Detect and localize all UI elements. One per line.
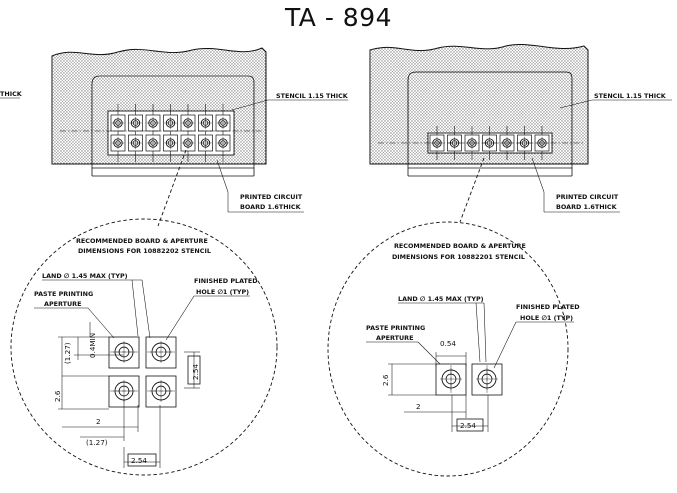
right-land-pads — [440, 365, 498, 393]
left-connector-pad — [111, 116, 125, 130]
right-dim-2: 2 — [416, 402, 421, 411]
left-land-label: LAND ∅ 1.45 MAX (TYP) — [42, 272, 128, 280]
right-detail-circle — [327, 221, 569, 477]
left-connector-pad — [164, 136, 177, 150]
left-connector-pad — [129, 116, 142, 130]
right-hole-label-2: HOLE ∅1 (TYP) — [520, 314, 573, 322]
left-edge-label: THICK — [0, 90, 23, 98]
right-dim-254: 2.54 — [460, 421, 476, 430]
left-connector-pad — [216, 116, 230, 130]
left-connector-pad — [146, 136, 160, 150]
right-paste-label-1: PASTE PRINTING — [366, 324, 425, 332]
right-land-label: LAND ∅ 1.45 MAX (TYP) — [398, 295, 484, 303]
left-connector-pad — [199, 136, 212, 150]
left-hole-label-1: FINISHED PLATED — [194, 277, 258, 285]
left-connector-pad — [111, 136, 125, 150]
left-dim-04min: 0.4MIN — [88, 333, 97, 358]
left-dim-2: 2 — [96, 417, 101, 426]
right-dim-26: 2.6 — [381, 374, 390, 386]
left-stencil-label: STENCIL 1.15 THICK — [276, 92, 349, 100]
page-title: TA - 894 — [284, 3, 393, 32]
right-dim-054: 0.54 — [440, 339, 456, 348]
left-dim-26: 2.6 — [53, 390, 62, 402]
right-stencil-view: STENCIL 1.15 THICK PRINTED CIRCUIT BOARD… — [369, 43, 672, 213]
left-detail-title-2: DIMENSIONS FOR 10882202 STENCIL — [78, 247, 211, 255]
right-stencil-label: STENCIL 1.15 THICK — [594, 92, 667, 100]
left-connector-pad — [216, 136, 230, 150]
right-pcb-label-1: PRINTED CIRCUIT — [556, 193, 619, 201]
right-detail-title-1: RECOMMENDED BOARD & APERTURE — [394, 242, 526, 250]
left-connector-pad — [199, 116, 212, 130]
right-hole-label-1: FINISHED PLATED — [516, 303, 580, 311]
left-hole-label-2: HOLE ∅1 (TYP) — [196, 288, 249, 296]
left-connector-pad — [146, 116, 160, 130]
left-connector-array — [107, 104, 235, 162]
left-paste-label-1: PASTE PRINTING — [34, 290, 93, 298]
left-connector-pad — [129, 136, 142, 150]
right-paste-label-2: APERTURE — [376, 334, 413, 342]
left-land-pads — [110, 341, 175, 402]
left-dim-127-bottom: (1.27) — [86, 438, 108, 447]
left-connector-pad — [181, 136, 195, 150]
right-detail-view: RECOMMENDED BOARD & APERTURE DIMENSIONS … — [327, 221, 580, 477]
left-dim-254-right: 2.54 — [191, 364, 200, 380]
left-detail-view: RECOMMENDED BOARD & APERTURE DIMENSIONS … — [10, 218, 278, 476]
left-pcb-label-2: BOARD 1.6THICK — [240, 203, 302, 211]
left-pcb-outline — [91, 75, 255, 169]
left-pcb-label-1: PRINTED CIRCUIT — [240, 193, 303, 201]
left-stencil-view: THICK STENCIL 1.15 THICK PRINTED CIRCUIT… — [0, 47, 349, 213]
left-dim-127-top: (1.27) — [63, 342, 72, 364]
left-detail-title-1: RECOMMENDED BOARD & APERTURE — [76, 237, 208, 245]
left-paste-label-2: APERTURE — [44, 300, 81, 308]
left-detail-circle — [10, 218, 278, 476]
right-pcb-label-2: BOARD 1.6THICK — [556, 203, 618, 211]
left-connector-pad — [164, 116, 177, 130]
right-pcb-outline — [407, 71, 573, 169]
left-connector-pad — [181, 116, 195, 130]
right-detail-title-2: DIMENSIONS FOR 10882201 STENCIL — [392, 253, 525, 261]
left-dim-254-bottom: 2.54 — [131, 456, 147, 465]
